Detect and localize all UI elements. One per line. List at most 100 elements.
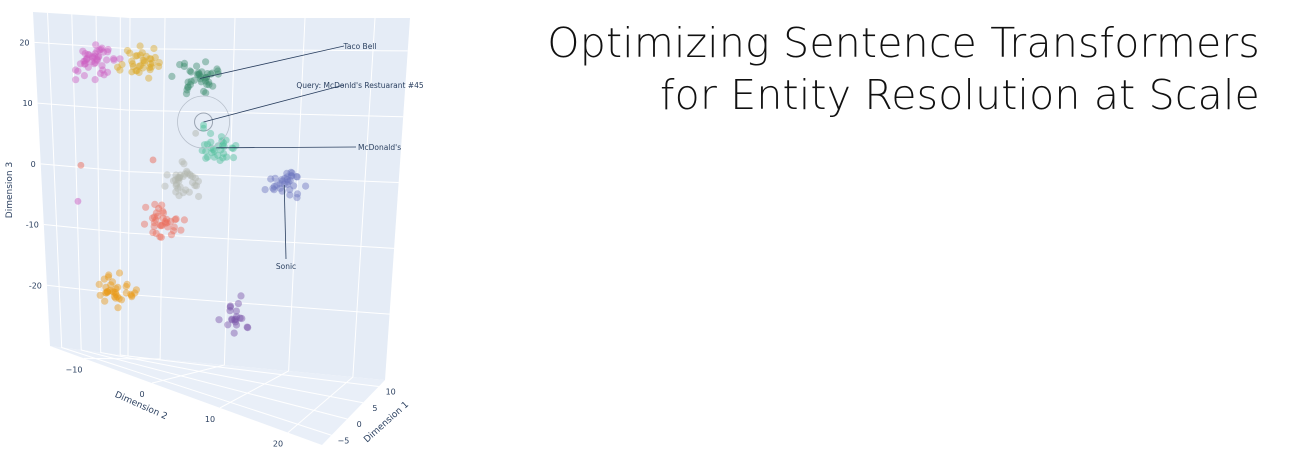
point-gold: [135, 68, 143, 77]
point-taco-bell: [195, 71, 203, 79]
point-gold: [136, 42, 144, 50]
x-grid-line: [95, 15, 364, 404]
z-grid-line: [37, 102, 404, 118]
y-grid-line: [151, 17, 236, 384]
point-taco-bell: [205, 78, 213, 86]
point-orange: [102, 283, 110, 291]
z-grid-line: [40, 163, 399, 184]
point-pink: [100, 71, 108, 79]
point-sonic: [281, 174, 289, 182]
point-mcdonalds: [216, 156, 224, 165]
point-purple: [243, 323, 251, 331]
point-gray: [172, 188, 180, 196]
point-purple: [236, 314, 244, 322]
point-red: [164, 223, 172, 231]
page-heading: Optimizing Sentence Transformers for Ent…: [500, 18, 1260, 121]
point-purple: [232, 307, 240, 315]
point-orange: [114, 304, 122, 312]
point-gray: [174, 184, 182, 192]
x-tick-label: −5: [338, 436, 350, 445]
point-gold: [140, 57, 148, 65]
point-gray: [195, 192, 203, 201]
point-taco-bell: [213, 65, 221, 73]
point-orange: [110, 293, 119, 301]
point-pink: [116, 55, 124, 63]
point-orange: [112, 285, 120, 293]
point-red: [158, 201, 166, 209]
point-outlier: [74, 197, 82, 205]
point-pink: [89, 54, 97, 62]
point-orange: [115, 269, 124, 277]
point-gold: [133, 52, 141, 60]
point-purple: [232, 321, 241, 329]
point-pink: [92, 41, 100, 49]
point-red: [163, 215, 171, 223]
point-mcdonalds: [208, 149, 216, 157]
point-pink: [95, 46, 103, 54]
point-sonic: [283, 169, 291, 177]
point-orange: [104, 273, 112, 281]
heading-line-2: for Entity Resolution at Scale: [660, 70, 1260, 119]
point-orange: [102, 289, 110, 297]
point-pink: [98, 44, 106, 52]
point-red: [161, 219, 170, 227]
point-red: [152, 229, 160, 237]
point-gold: [114, 63, 122, 71]
point-gray: [163, 171, 171, 179]
point-gold: [145, 64, 154, 72]
point-gold: [129, 60, 137, 68]
point-purple: [231, 318, 240, 326]
point-gold: [149, 59, 157, 67]
x-tick-label: 10: [386, 388, 396, 397]
point-taco-bell: [193, 62, 201, 70]
point-pink: [81, 50, 89, 58]
point-orange: [96, 291, 104, 299]
z-tick-label: 10: [22, 99, 32, 108]
point-gray: [181, 170, 189, 178]
point-gold: [140, 58, 148, 67]
annotation-arrow: [283, 185, 287, 260]
point-pink: [84, 51, 92, 59]
point-pink: [80, 72, 88, 80]
point-orange: [117, 296, 126, 304]
point-taco-bell: [197, 78, 205, 86]
data-points[interactable]: [72, 41, 310, 337]
point-mcdonalds: [202, 147, 210, 155]
point-orange: [114, 283, 122, 291]
point-orange: [112, 294, 120, 302]
point-purple: [226, 302, 234, 310]
point-pink: [91, 52, 99, 61]
point-mcdonalds: [207, 129, 215, 138]
point-pink: [85, 51, 93, 59]
point-mcdonalds: [220, 142, 228, 150]
point-gray: [174, 174, 182, 182]
x-grid-line: [47, 12, 332, 436]
point-mcdonalds: [200, 141, 209, 149]
point-mcdonalds: [204, 153, 212, 161]
point-red: [150, 219, 158, 227]
point-taco-bell: [187, 77, 195, 85]
point-taco-bell: [197, 73, 205, 81]
point-orange: [104, 288, 112, 296]
point-gold: [147, 55, 155, 63]
point-taco-bell: [195, 70, 203, 78]
point-red: [150, 213, 158, 221]
point-gold: [142, 52, 150, 60]
point-gold: [147, 63, 156, 71]
point-purple: [215, 316, 223, 324]
point-taco-bell: [190, 76, 198, 84]
point-gold: [135, 62, 143, 70]
point-taco-bell: [194, 69, 202, 77]
point-red: [177, 226, 185, 234]
point-gray: [178, 158, 186, 166]
point-gold: [146, 60, 155, 68]
point-red: [169, 227, 178, 235]
point-red: [154, 212, 162, 220]
point-gold: [126, 49, 134, 57]
point-sonic: [286, 191, 294, 199]
point-sonic: [276, 180, 284, 188]
point-red: [170, 223, 178, 231]
point-mcdonalds: [198, 146, 206, 155]
point-gold: [128, 57, 136, 65]
